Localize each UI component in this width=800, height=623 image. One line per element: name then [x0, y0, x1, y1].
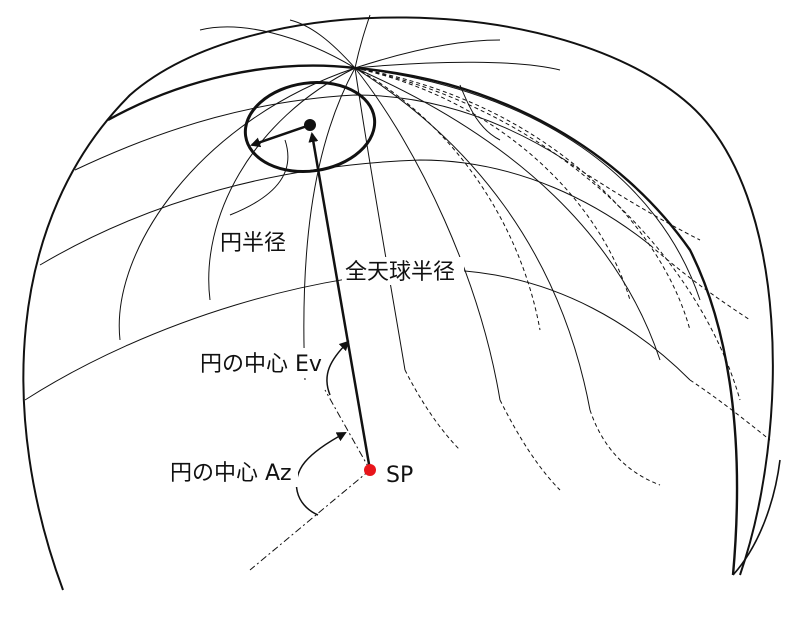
label-sphere-radius: 全天球半径	[345, 260, 455, 285]
label-sp: SP	[386, 463, 413, 488]
sphere-outline	[22, 16, 774, 591]
longitude-lines	[118, 14, 701, 411]
label-circle-radius: 円半径	[220, 231, 286, 256]
az-angle-arrow	[295, 432, 347, 516]
reference-lines	[249, 389, 371, 571]
sphere-radius-arrow	[308, 132, 372, 471]
circle-radius-arrow	[250, 123, 311, 148]
ev-angle-arrow	[326, 340, 350, 396]
hidden-longitude-lines	[354, 67, 741, 491]
label-center-ev: 円の中心 Ev	[200, 352, 322, 377]
sp-point	[364, 464, 376, 476]
circle-radius-leader	[229, 139, 289, 216]
label-center-az: 円の中心 Az	[170, 461, 292, 486]
circle-center-point	[304, 119, 316, 131]
hemisphere-rim	[107, 64, 781, 576]
circle-region	[243, 80, 377, 174]
